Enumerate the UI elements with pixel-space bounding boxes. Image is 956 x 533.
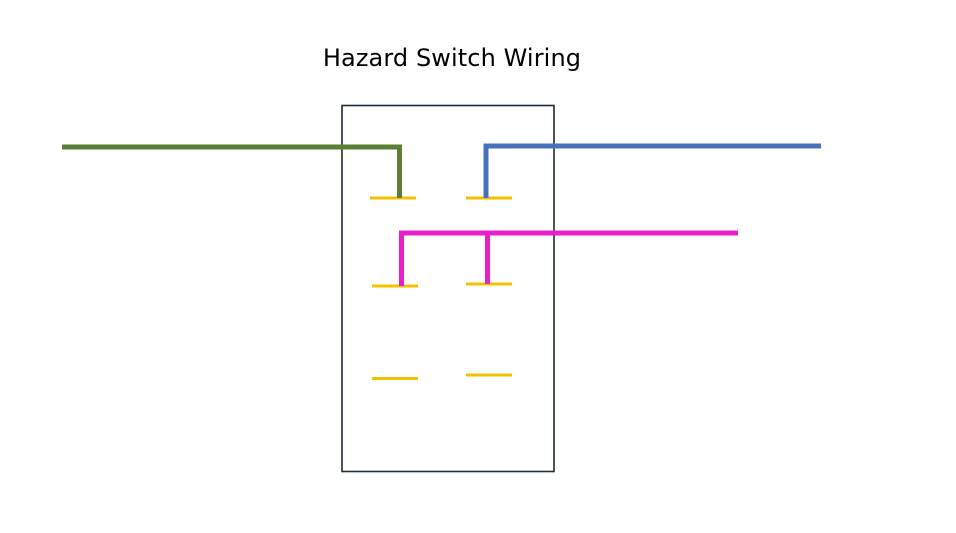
diagram-title: Hazard Switch Wiring <box>322 44 582 72</box>
green-wire <box>62 144 402 198</box>
magenta-wire <box>399 230 738 286</box>
switch-body <box>341 104 555 473</box>
blue-wire <box>483 143 821 198</box>
